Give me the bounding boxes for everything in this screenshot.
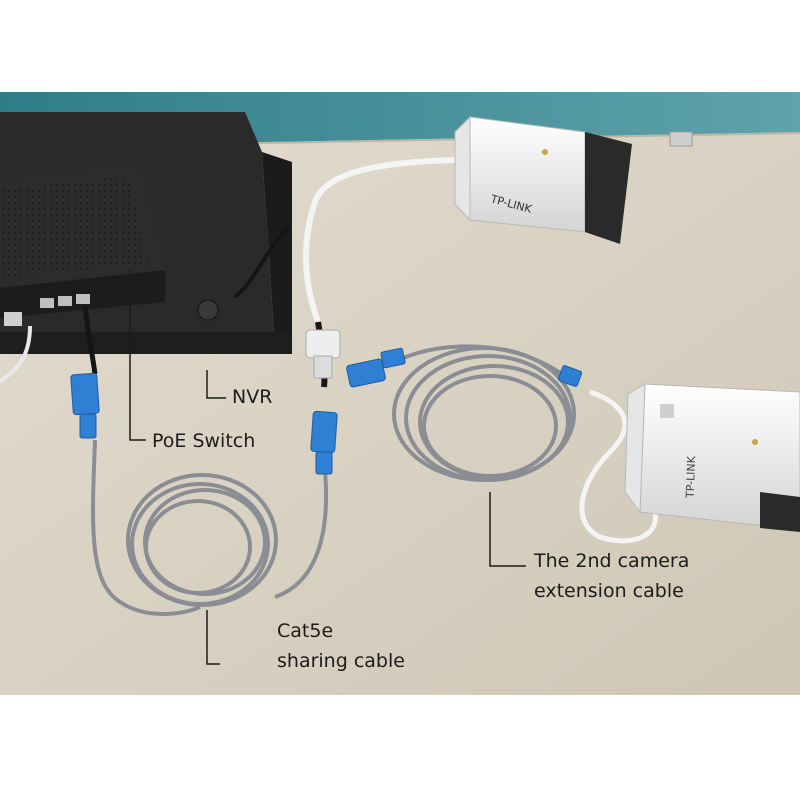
second-camera-label-line2: extension cable xyxy=(534,579,684,602)
nvr-leader xyxy=(206,370,226,399)
scene-illustration: TP-LINK TP-LINK xyxy=(0,92,800,695)
second-camera-extension-label: The 2nd camera extension cable xyxy=(534,550,689,604)
splitter xyxy=(305,329,341,359)
poe-switch-leader xyxy=(129,270,146,441)
photo-scene: TP-LINK TP-LINK xyxy=(0,92,800,695)
poe-switch-label: PoE Switch xyxy=(152,430,255,454)
cat5e-label-line1: Cat5e xyxy=(277,620,334,642)
cat5e-label-line2: sharing cable xyxy=(277,649,405,672)
wall-socket xyxy=(669,131,693,147)
extension-cable-coil xyxy=(392,344,576,482)
camera-1: TP-LINK xyxy=(454,115,632,244)
annotation-lines xyxy=(129,270,526,665)
poe-switch-label-text: PoE Switch xyxy=(152,430,256,452)
rj45-couplers xyxy=(70,347,583,475)
nvr-label: NVR xyxy=(232,386,272,410)
second-camera-label-line1: The 2nd camera xyxy=(534,550,690,572)
cat5e-leader xyxy=(206,610,220,665)
camera-2-brand: TP-LINK xyxy=(684,455,699,499)
cat5e-cable-coil xyxy=(91,439,329,616)
camera-2: TP-LINK xyxy=(624,383,800,532)
extension-leader xyxy=(489,492,526,567)
camera1-cable xyxy=(303,157,456,324)
nvr-label-text: NVR xyxy=(232,386,273,408)
poe-switch-device xyxy=(0,164,165,326)
cat5e-sharing-label: Cat5e sharing cable xyxy=(277,620,405,674)
